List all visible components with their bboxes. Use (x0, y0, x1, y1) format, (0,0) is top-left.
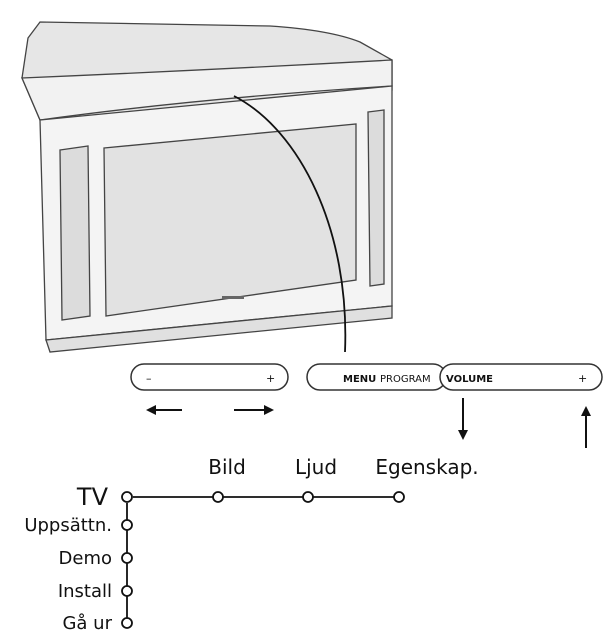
menu-program-button-pill[interactable]: MENU PROGRAM (306, 363, 447, 391)
menu-tree: TV Bild Ljud Egenskap. Uppsättn. Demo In… (24, 455, 478, 634)
menu-item-ga-ur: Gå ur (62, 613, 112, 634)
pointer-curve (233, 95, 347, 353)
volume-plus-label: + (266, 372, 275, 385)
menu-label: MENU (343, 374, 376, 385)
node-tv (121, 491, 133, 503)
menu-root-label: TV (76, 483, 109, 511)
program-label: PROGRAM (380, 374, 431, 385)
tv-right-speaker (367, 109, 385, 287)
node-uppsattn (121, 519, 133, 531)
node-install (121, 585, 133, 597)
menu-item-ljud: Ljud (295, 455, 337, 479)
volume-button-pill[interactable]: – + (130, 363, 289, 391)
node-bild (212, 491, 224, 503)
node-ga-ur (121, 617, 133, 629)
volume-label: VOLUME (446, 374, 493, 385)
menu-item-bild: Bild (208, 455, 246, 479)
menu-item-uppsattn: Uppsättn. (24, 515, 112, 536)
tv-logo (222, 296, 244, 299)
node-demo (121, 552, 133, 564)
node-ljud (302, 491, 314, 503)
volume-minus-label: – (146, 372, 152, 385)
tv-left-speaker (59, 145, 91, 321)
tv-screen (103, 123, 357, 317)
node-egenskap (393, 491, 405, 503)
tv-set (21, 21, 393, 353)
tv-top-face (21, 59, 393, 121)
menu-item-egenskap: Egenskap. (375, 455, 478, 479)
menu-item-install: Install (58, 581, 112, 602)
tv-bottom-face (45, 305, 393, 353)
program-plus-label: + (578, 372, 587, 385)
program-plus-button-pill[interactable]: VOLUME + (439, 363, 603, 391)
menu-item-demo: Demo (59, 548, 112, 569)
